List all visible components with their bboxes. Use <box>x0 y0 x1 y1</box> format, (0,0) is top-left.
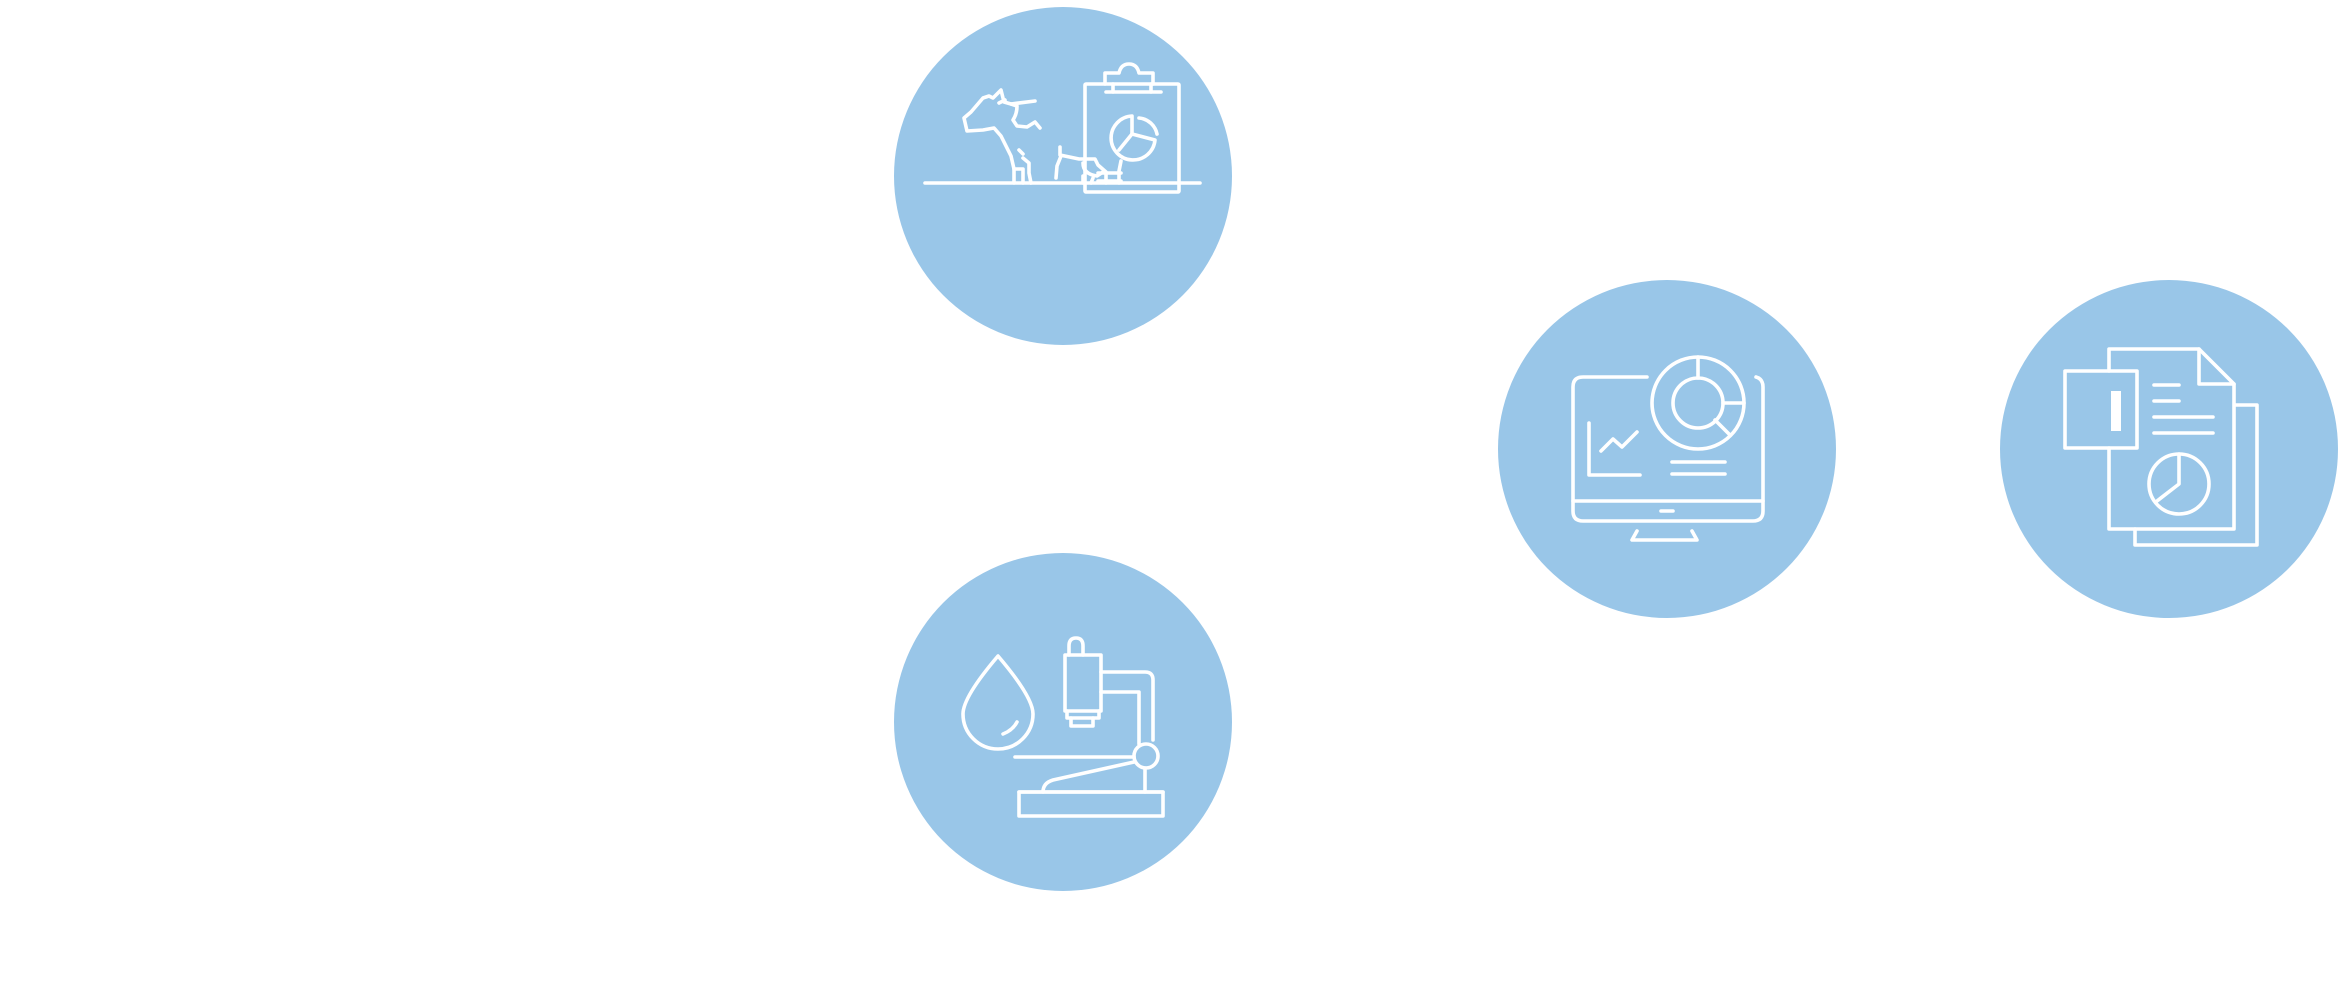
node-livestock <box>893 6 1233 346</box>
monitor-dashboard-icon <box>1498 280 1836 618</box>
livestock-report-icon <box>894 7 1232 345</box>
documents-report-icon <box>2000 280 2338 618</box>
node-monitor <box>1497 279 1837 619</box>
microscope-droplet-icon <box>894 553 1232 891</box>
node-documents <box>1999 279 2339 619</box>
node-microscope <box>893 552 1233 892</box>
